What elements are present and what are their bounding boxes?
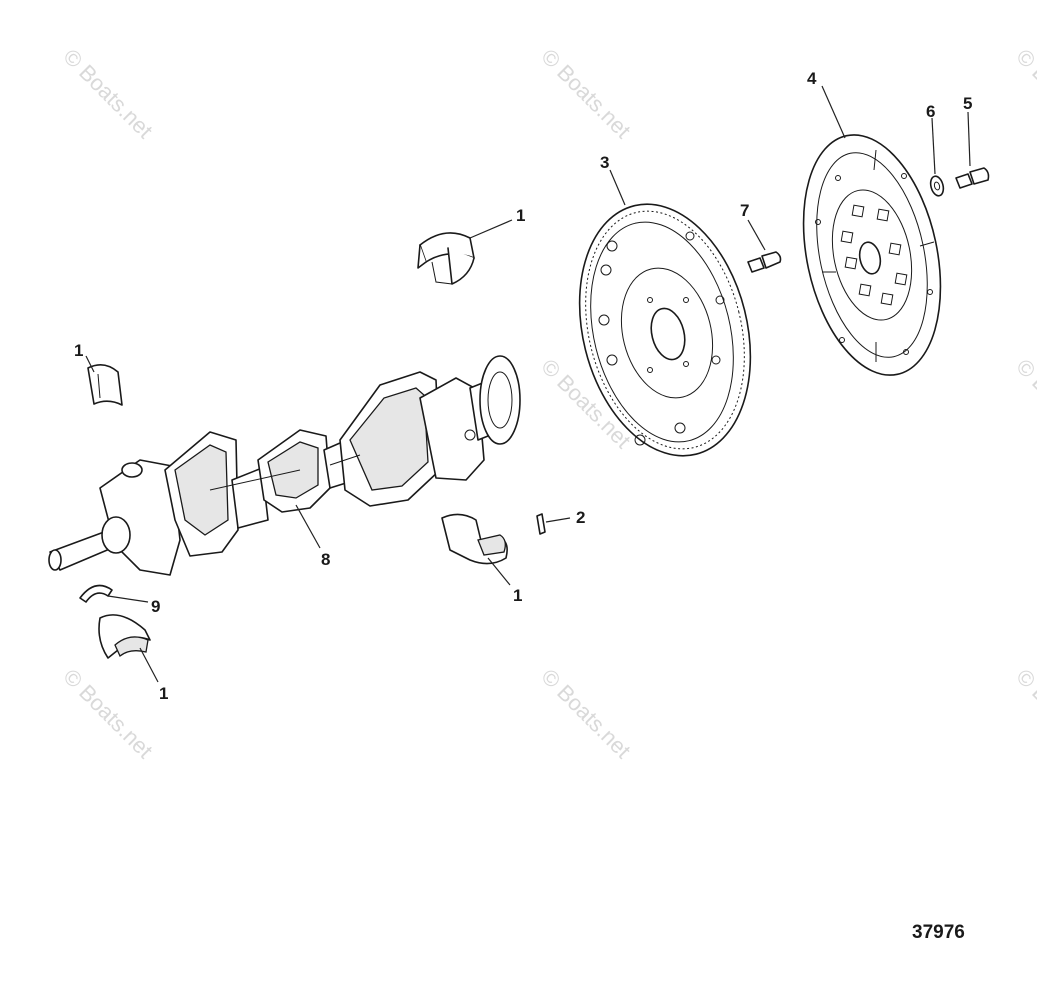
callout-bearing-upper-center: 1 [516, 206, 525, 225]
callout-labels: 1 1 1 1 2 3 4 5 6 7 8 9 [74, 69, 972, 703]
watermark: © Boats.net [536, 664, 635, 763]
bearing-lower-center [441, 513, 508, 565]
watermark: © Boats.net [1011, 354, 1037, 453]
callout-washer: 6 [926, 102, 935, 121]
callout-bearing-left-top: 1 [74, 341, 83, 360]
callout-flywheel: 3 [600, 153, 609, 172]
flywheel-drawing [578, 203, 752, 457]
watermark: © Boats.net [1011, 44, 1037, 143]
leader-lines [85, 85, 971, 683]
callout-flywheel-bolt: 7 [740, 201, 749, 220]
callout-thrust-washer: 9 [151, 597, 160, 616]
watermark: © Boats.net [58, 664, 157, 763]
watermark: © Boats.net [536, 44, 635, 143]
coupler-bolt-drawing [955, 167, 990, 189]
washer-drawing [929, 175, 945, 197]
callout-dowel-pin: 2 [576, 508, 585, 527]
bearing-left-top [87, 364, 123, 406]
dowel-pin-drawing [536, 513, 546, 535]
callout-bearing-lower-center: 1 [513, 586, 522, 605]
bearing-upper-center [417, 232, 475, 285]
crankshaft-drawing [48, 355, 521, 576]
callout-coupler: 4 [807, 69, 817, 88]
callout-crankshaft: 8 [321, 550, 330, 569]
coupler-drawing [802, 134, 942, 376]
callout-coupler-bolt: 5 [963, 94, 972, 113]
watermark: © Boats.net [58, 44, 157, 143]
watermark: © Boats.net [1011, 664, 1037, 763]
bearing-bottom-left [98, 614, 151, 659]
callout-bearing-bottom-left: 1 [159, 684, 168, 703]
flywheel-bolt-drawing [747, 251, 782, 273]
thrust-washer-drawing [79, 584, 113, 603]
figure-number: 37976 [912, 922, 965, 943]
